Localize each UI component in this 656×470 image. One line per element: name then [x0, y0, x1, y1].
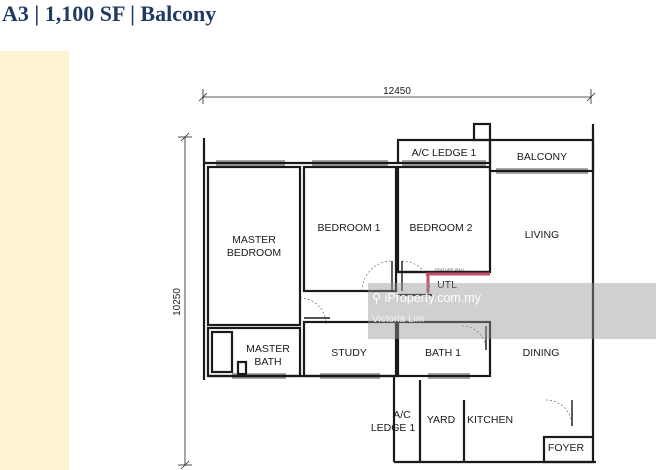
width-dimension-label: 12450	[383, 86, 411, 97]
height-dimension	[178, 132, 192, 470]
room-label-foyer: FOYER	[548, 442, 585, 454]
side-band	[0, 51, 69, 470]
room-label-study: STUDY	[331, 347, 367, 359]
room-label-master-bath-line1: MASTER	[246, 343, 290, 355]
watermark-brand: ⚲ iProperty.com.my	[372, 290, 481, 305]
room-label-living: LIVING	[525, 229, 559, 241]
room-label-utl: UTL	[437, 279, 457, 291]
page-title: A3 | 1,100 SF | Balcony	[2, 1, 217, 26]
height-dimension-label: 10250	[172, 288, 183, 316]
room-label-kitchen: KITCHEN	[467, 414, 513, 426]
watermark-band	[368, 283, 656, 339]
room-label-bath-1: BATH 1	[425, 347, 461, 359]
windows	[216, 160, 588, 379]
room-label-dining: DINING	[523, 347, 560, 359]
room-label-master-bath-line2: BATH	[254, 356, 281, 368]
width-dimension	[198, 89, 596, 104]
room-label-ac-ledge-bottom-line1: A/C	[393, 409, 411, 421]
room-label-bedroom-2: BEDROOM 2	[409, 222, 472, 234]
feature-wall	[426, 272, 490, 293]
walls	[202, 122, 596, 464]
watermark-brand-text: iProperty.com.my	[384, 291, 481, 305]
location-pin-icon: ⚲	[372, 291, 382, 305]
room-label-bedroom-1: BEDROOM 1	[317, 222, 380, 234]
room-label-master-bedroom-line1: MASTER	[232, 234, 276, 246]
watermark-agent: Victoria Lim	[372, 314, 425, 325]
room-label-ac-ledge-bottom-line2: LEDGE 1	[371, 422, 416, 434]
room-label-master-bedroom-line2: BEDROOM	[227, 247, 281, 259]
room-label-yard: YARD	[427, 414, 456, 426]
room-label-balcony: BALCONY	[517, 151, 567, 163]
doors	[304, 261, 573, 426]
room-label-ac-ledge-top: A/C LEDGE 1	[412, 147, 477, 159]
feature-wall-label: FEATURE WALL	[435, 267, 466, 272]
